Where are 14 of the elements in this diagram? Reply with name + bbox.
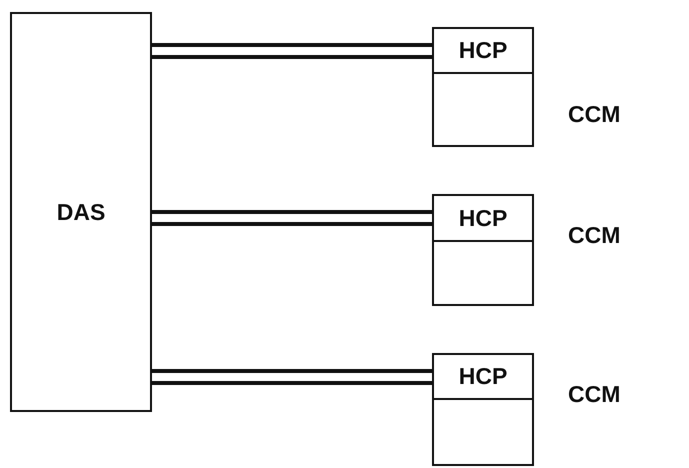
module-label: CCM <box>568 101 620 128</box>
module-box <box>432 27 534 147</box>
double-line-connector <box>150 369 434 385</box>
module-box <box>432 353 534 466</box>
module-label: CCM <box>568 222 620 249</box>
module-box <box>432 194 534 306</box>
node-label: HCP <box>458 363 508 390</box>
node-label: HCP <box>458 37 508 64</box>
double-line-connector <box>150 210 434 226</box>
node-label: HCP <box>458 204 508 232</box>
node-label: DAS <box>56 198 106 226</box>
double-line-connector <box>150 43 434 59</box>
module-label: CCM <box>568 381 620 408</box>
unit-box <box>10 12 152 412</box>
